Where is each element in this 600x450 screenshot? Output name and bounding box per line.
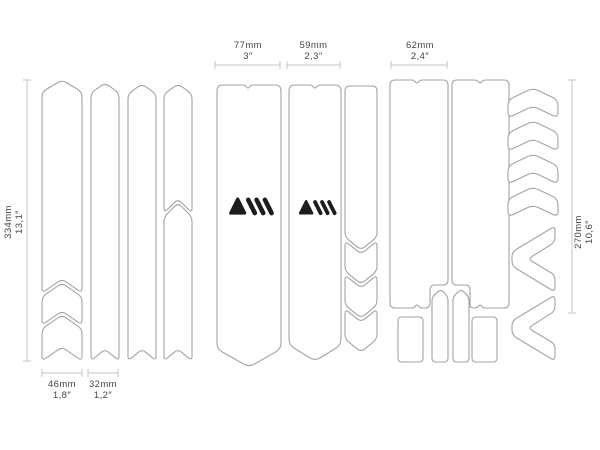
downtube-guard-59mm	[288, 84, 342, 360]
ams-monogram-icon	[229, 197, 274, 216]
panel-62mm	[451, 79, 510, 309]
downtube-guard-77mm	[216, 84, 282, 367]
dim-label-32mm: 32mm 1,2″	[84, 379, 122, 401]
arrow-decal	[507, 121, 559, 150]
small-patch	[397, 316, 424, 363]
dim-label-270mm: 270mm 10,6″	[573, 201, 595, 263]
protection-pieces	[41, 79, 559, 367]
arrow-decal	[507, 88, 559, 117]
small-patch	[471, 316, 498, 363]
frame-strip-32mm	[90, 83, 120, 360]
dim-value-mm: 59mm	[299, 40, 328, 51]
dimension-lines	[23, 61, 576, 377]
arrow-decal	[507, 154, 559, 183]
down-chevron-segment	[344, 242, 378, 283]
dim-label-334mm: 334mm 13,1″	[3, 191, 25, 253]
dim-value-mm: 62mm	[406, 40, 434, 51]
small-strip	[452, 289, 470, 363]
dim-value-inch: 2,4″	[410, 51, 430, 62]
dim-value-mm: 270mm	[573, 215, 584, 249]
arrow-decal	[507, 187, 559, 216]
top-tube-strip-46mm	[41, 80, 83, 292]
stay-strip-main	[344, 85, 378, 249]
ams-monogram-icon	[298, 200, 337, 216]
dim-label-46mm: 46mm 1,8″	[40, 379, 84, 401]
dim-label-77mm: 77mm 3″	[215, 40, 281, 62]
chevron-segment	[41, 315, 83, 360]
dim-value-inch: 10,6″	[584, 220, 595, 244]
dim-value-mm: 32mm	[89, 379, 117, 390]
down-chevron-segment	[344, 310, 378, 351]
panel-62mm	[389, 79, 449, 309]
side-chevron-decal	[511, 296, 556, 360]
frame-strip-lower	[163, 204, 193, 360]
chevron-segment	[41, 283, 83, 324]
dim-label-59mm: 59mm 2,3″	[287, 40, 340, 62]
dim-value-mm: 46mm	[48, 379, 76, 390]
frame-strip-upper	[163, 84, 193, 212]
dim-value-mm: 334mm	[3, 205, 14, 239]
frame-strip	[127, 84, 157, 360]
dim-value-inch: 2,3″	[304, 51, 323, 62]
side-chevron-decal	[511, 227, 556, 291]
down-chevron-segment	[344, 276, 378, 317]
dim-value-inch: 1,8″	[52, 390, 72, 401]
dim-value-inch: 3″	[243, 51, 253, 62]
dim-value-mm: 77mm	[234, 40, 262, 51]
dim-value-inch: 1,2″	[93, 390, 113, 401]
dim-label-62mm: 62mm 2,4″	[392, 40, 448, 62]
dim-value-inch: 13,1″	[14, 210, 25, 234]
small-strip	[431, 289, 449, 363]
